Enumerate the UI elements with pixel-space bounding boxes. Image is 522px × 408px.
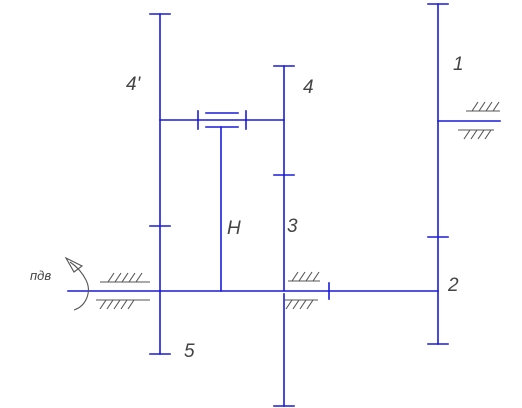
carrier-h xyxy=(159,126,439,300)
label-gear-4: 4 xyxy=(303,77,314,98)
ground-support-gear-3 xyxy=(284,271,320,310)
label-drive: пдв xyxy=(30,268,51,283)
gear-4prime-5-block xyxy=(149,13,171,355)
rotation-arrowhead xyxy=(64,256,84,273)
drive-rotation-arrow xyxy=(64,256,89,311)
ground-support-gear-5 xyxy=(96,272,150,310)
label-gear-5: 5 xyxy=(184,341,195,362)
label-gear-4prime: 4' xyxy=(126,74,142,95)
label-gear-3: 3 xyxy=(287,216,298,237)
satellite-shaft xyxy=(159,110,285,130)
gear-1-2-block xyxy=(427,3,501,345)
label-gear-2: 2 xyxy=(447,275,459,296)
ground-support-gear-1 xyxy=(458,101,500,140)
gear-4-3-block xyxy=(273,65,295,407)
label-carrier-h: H xyxy=(227,218,241,239)
label-gear-1: 1 xyxy=(453,54,464,75)
rotation-arc xyxy=(69,261,89,311)
